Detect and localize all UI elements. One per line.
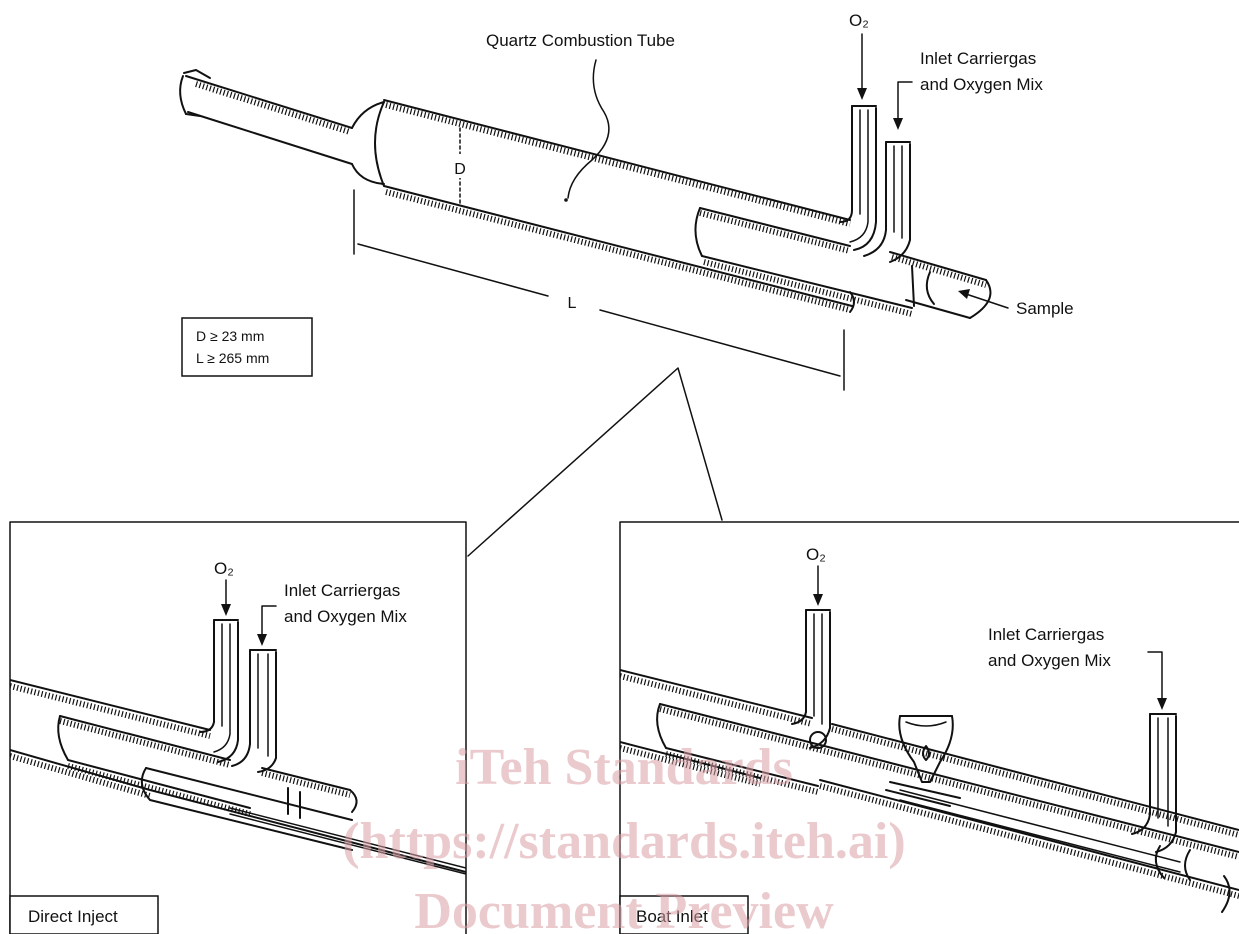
inlet-label-line1: Inlet Carriergas <box>920 49 1036 68</box>
direct-inject-panel: O₂ Inlet Carriergas and Oxygen Mix Direc… <box>9 521 467 934</box>
watermark: iTeh Standards (https://standards.iteh.a… <box>342 739 905 934</box>
direct-inject-caption: Direct Inject <box>28 907 118 926</box>
direct-inlet-label-line1: Inlet Carriergas <box>284 581 400 600</box>
oxygen-side-arm <box>839 105 877 251</box>
inlet-label-line2: and Oxygen Mix <box>920 75 1043 94</box>
sample-arrow-icon <box>958 289 970 299</box>
tube-label: Quartz Combustion Tube <box>486 31 675 50</box>
spec-box: D ≥ 23 mm L ≥ 265 mm <box>181 317 313 377</box>
spec-line-length: L ≥ 265 mm <box>196 350 269 366</box>
boat-oxygen-arrow-icon <box>813 594 823 606</box>
oxygen-arrow-icon <box>857 88 867 100</box>
callout-lines <box>467 367 723 557</box>
direct-oxygen-arrow-icon <box>221 604 231 616</box>
spec-line-diameter: D ≥ 23 mm <box>196 328 264 344</box>
boat-inlet-caption: Boat Inlet <box>636 907 708 926</box>
watermark-line1: iTeh Standards <box>455 739 793 796</box>
boat-inlet-label-line2: and Oxygen Mix <box>988 651 1111 670</box>
main-labels: Quartz Combustion Tube O₂ Inlet Carrierg… <box>486 11 1074 318</box>
watermark-line3: Document Preview <box>414 883 834 934</box>
watermark-line2: (https://standards.iteh.ai) <box>342 813 905 870</box>
tube-body <box>383 99 855 313</box>
length-dimension: L <box>353 189 845 391</box>
main-tube-figure: D L Quartz Combustion Tube O₂ Inlet Carr… <box>179 11 1074 557</box>
inlet-arrow-icon <box>893 118 903 130</box>
boat-inlet-arrow-icon <box>1157 698 1167 710</box>
boat-inlet-panel: O₂ Inlet Carriergas and Oxygen Mix Boat … <box>619 521 1239 934</box>
direct-inject-caption-box <box>9 895 159 934</box>
direct-oxygen-label: O₂ <box>214 559 234 578</box>
boat-oxygen-label: O₂ <box>806 545 826 564</box>
diameter-dimension: D <box>448 127 472 207</box>
tube-neck <box>179 69 385 187</box>
sample-label: Sample <box>1016 299 1074 318</box>
carrier-gas-side-arm <box>863 141 911 263</box>
length-symbol: L <box>568 295 577 312</box>
tube-leader-dot <box>564 198 568 202</box>
diameter-symbol: D <box>454 161 466 178</box>
direct-inlet-arrow-icon <box>257 634 267 646</box>
oxygen-label: O₂ <box>849 11 869 30</box>
boat-inlet-caption-box <box>619 895 749 934</box>
direct-inlet-label-line2: and Oxygen Mix <box>284 607 407 626</box>
sample-boat <box>885 715 961 807</box>
boat-inlet-label-line1: Inlet Carriergas <box>988 625 1104 644</box>
inner-tube <box>694 207 992 319</box>
